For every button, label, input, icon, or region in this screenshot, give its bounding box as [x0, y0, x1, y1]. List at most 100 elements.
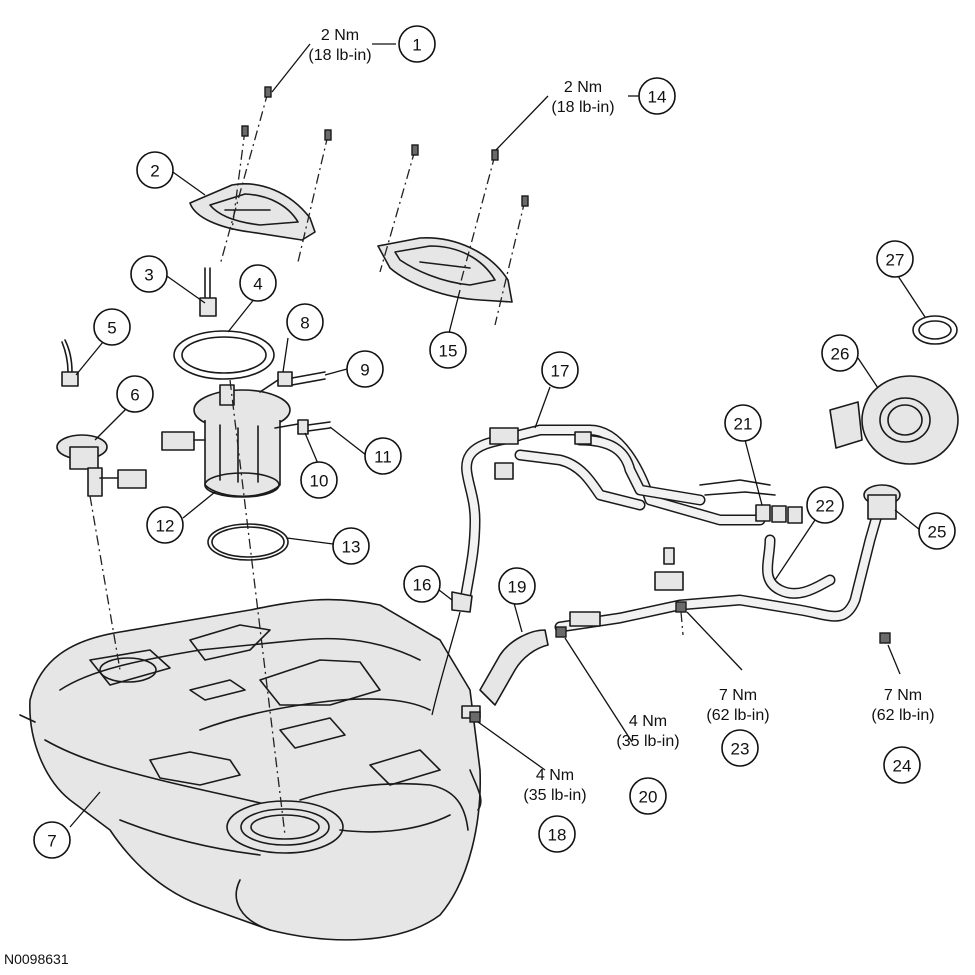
torque-18: 4 Nm (35 lb-in): [523, 767, 586, 804]
torque-23: 7 Nm (62 lb-in): [706, 687, 769, 724]
fuel-pump-module-12: [161, 379, 291, 836]
callout-21: 21: [724, 404, 762, 442]
torque-24-nm: 7 Nm: [884, 687, 922, 704]
callout-12: 12: [146, 506, 184, 544]
leader-lines: [69, 43, 926, 828]
callout-19: 19: [498, 567, 536, 605]
callout-11: 11: [364, 437, 402, 475]
callout-6: 6: [116, 375, 154, 413]
filler-door-housing-26: [829, 375, 959, 465]
vapor-line-22: [762, 534, 836, 599]
harness-21: [699, 479, 803, 524]
torque-14: 2 Nm (18 lb-in): [551, 79, 614, 116]
callout-18: 18: [538, 815, 576, 853]
sender-assembly-6: [56, 434, 147, 671]
callout-27-label: 27: [886, 251, 905, 270]
connector-8: [259, 371, 293, 393]
callout-26: 26: [821, 334, 859, 372]
callout-25: 25: [918, 512, 956, 550]
torque-24-lbin: (62 lb-in): [871, 707, 934, 724]
line-11: [274, 421, 331, 432]
callout-17-label: 17: [551, 362, 570, 381]
torque-14-nm: 2 Nm: [564, 79, 602, 96]
bolt-23: [675, 601, 687, 636]
torque-1: 2 Nm (18 lb-in): [308, 27, 371, 64]
torque-20-lbin: (35 lb-in): [616, 733, 679, 750]
callout-26-label: 26: [831, 345, 850, 364]
fuel-tank: [19, 598, 482, 941]
callout-3-label: 3: [144, 266, 153, 285]
bolts-14: [379, 144, 529, 326]
callout-10: 10: [300, 461, 338, 499]
callout-7-label: 7: [47, 832, 56, 851]
callout-19-label: 19: [508, 578, 527, 597]
callout-16-label: 16: [413, 576, 432, 595]
callout-23-label: 23: [731, 740, 750, 759]
callout-20-label: 20: [639, 788, 658, 807]
callout-8: 8: [286, 303, 324, 341]
bolt-20: [555, 626, 567, 638]
torque-1-nm: 2 Nm: [321, 27, 359, 44]
callout-24-label: 24: [893, 757, 912, 776]
callout-21-label: 21: [734, 415, 753, 434]
callout-24: 24: [883, 746, 921, 784]
bolt-24: [879, 632, 891, 644]
callout-11-label: 11: [374, 448, 392, 467]
sender-connector-3: [199, 267, 217, 317]
callout-4-label: 4: [253, 275, 262, 294]
gasket-4: [173, 330, 275, 380]
seal-ring-27: [912, 315, 958, 345]
callout-14: 14: [638, 77, 676, 115]
callout-1: 1: [398, 25, 436, 63]
callout-23: 23: [721, 729, 759, 767]
callout-8-label: 8: [300, 314, 309, 333]
torque-20: 4 Nm (35 lb-in): [616, 713, 679, 750]
bolts-1: [219, 86, 332, 266]
callout-15-label: 15: [439, 342, 458, 361]
callout-22: 22: [806, 486, 844, 524]
torque-14-lbin: (18 lb-in): [551, 99, 614, 116]
callout-9: 9: [346, 350, 384, 388]
callout-14-label: 14: [648, 88, 667, 107]
lock-ring-15: [377, 237, 513, 303]
torque-23-nm: 7 Nm: [719, 687, 757, 704]
callout-5-label: 5: [107, 319, 116, 338]
callout-5: 5: [93, 308, 131, 346]
callout-4: 4: [239, 264, 277, 302]
filler-neck-25: [863, 484, 901, 520]
callout-7: 7: [33, 821, 71, 859]
callout-10-label: 10: [310, 472, 329, 491]
callout-1-label: 1: [412, 36, 421, 55]
callout-12-label: 12: [156, 517, 175, 536]
callout-15: 15: [429, 331, 467, 369]
callout-6-label: 6: [130, 386, 139, 405]
callout-2-label: 2: [150, 162, 159, 181]
callout-17: 17: [541, 351, 579, 389]
callout-3: 3: [130, 255, 168, 293]
callout-2: 2: [136, 151, 174, 189]
callout-22-label: 22: [816, 497, 835, 516]
callout-27: 27: [876, 240, 914, 278]
callout-20: 20: [629, 777, 667, 815]
torque-23-lbin: (62 lb-in): [706, 707, 769, 724]
torque-24: 7 Nm (62 lb-in): [871, 687, 934, 724]
callout-13-label: 13: [342, 538, 361, 557]
torque-20-nm: 4 Nm: [629, 713, 667, 730]
jet-pump-5: [61, 339, 79, 387]
bolt-18: [469, 711, 481, 723]
torque-18-lbin: (35 lb-in): [523, 787, 586, 804]
callout-13: 13: [332, 527, 370, 565]
callout-18-label: 18: [548, 826, 567, 845]
callout-9-label: 9: [360, 361, 369, 380]
vent-valve-16: [431, 591, 473, 716]
filler-pipe-19: [461, 499, 886, 719]
callout-16: 16: [403, 565, 441, 603]
torque-1-lbin: (18 lb-in): [308, 47, 371, 64]
figure-id: N0098631: [4, 951, 69, 967]
fuel-line-9: [291, 371, 326, 386]
clip-10: [297, 419, 309, 435]
callout-25-label: 25: [928, 523, 947, 542]
lock-ring-2: [189, 183, 316, 241]
